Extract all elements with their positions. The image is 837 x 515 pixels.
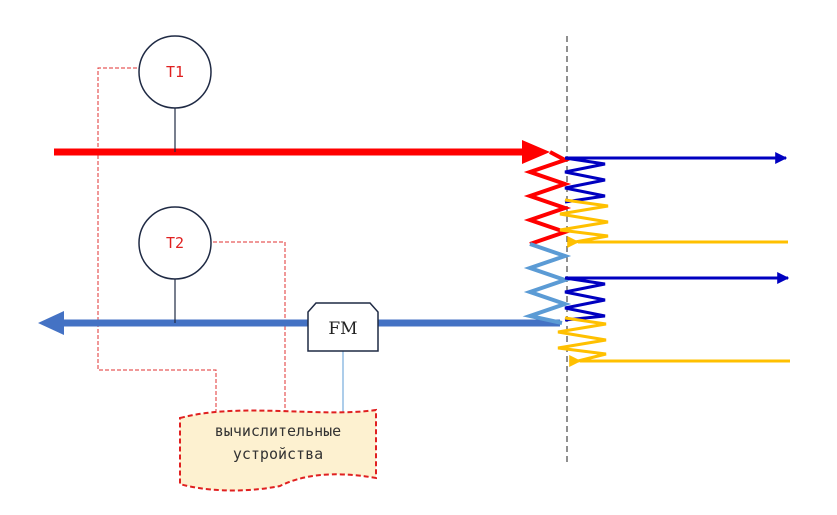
secondary-supply-coil-1 — [564, 156, 606, 204]
computing-devices-label-line1: вычислительные — [215, 422, 341, 440]
t2-sensor-label: T2 — [166, 234, 184, 252]
t2-signal-line — [213, 241, 286, 412]
return-pipe-arrowhead — [38, 311, 64, 335]
secondary-return-coil-2 — [557, 316, 607, 363]
computing-devices-label-line2: устройства — [233, 445, 323, 463]
t1-signal-line — [97, 67, 217, 425]
t1-sensor-label: T1 — [166, 63, 184, 81]
secondary-return-coil-1 — [559, 198, 609, 244]
secondary-supply-coil-2 — [564, 276, 606, 322]
supply-coil — [523, 150, 572, 246]
supply-pipe-arrowhead — [522, 140, 550, 164]
return-coil — [522, 242, 572, 325]
flow-meter-box[interactable] — [307, 302, 379, 352]
t1-sensor-circle[interactable] — [138, 35, 212, 109]
t2-sensor-circle[interactable] — [138, 206, 212, 280]
computing-devices-box[interactable] — [179, 408, 377, 492]
flow-meter-label: FM — [328, 319, 357, 339]
